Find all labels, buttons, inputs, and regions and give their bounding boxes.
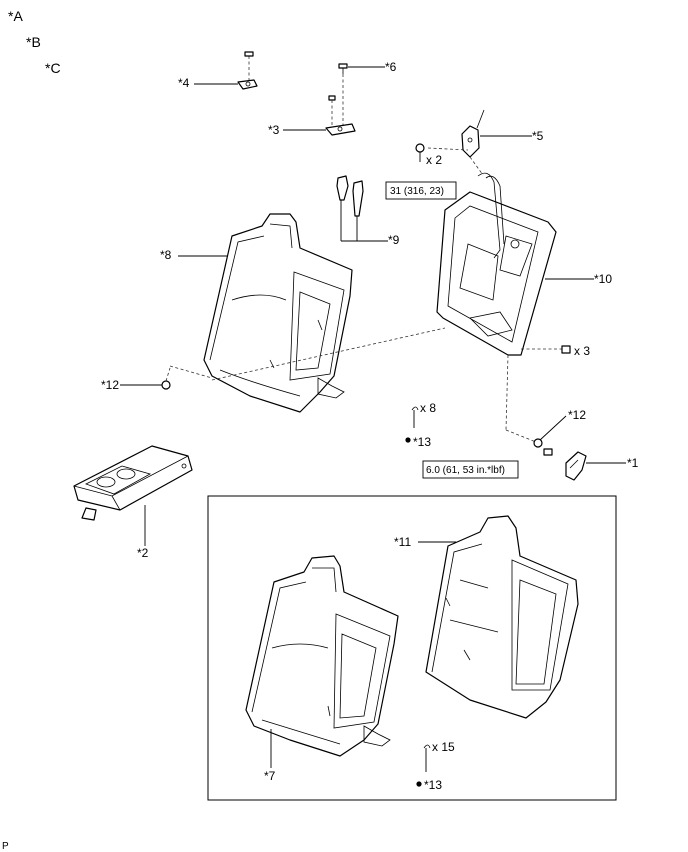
legend-c: *C	[45, 60, 61, 76]
callout-7: *7	[264, 769, 276, 783]
part-12-clip-left	[161, 367, 171, 390]
part-7-seatback	[245, 555, 399, 757]
part-4-bracket	[237, 51, 258, 90]
torque-box-upper	[385, 181, 457, 200]
quantity-clip-x8: x 8	[420, 401, 436, 415]
callout-11: *11	[394, 535, 411, 549]
part-1-cover	[565, 451, 587, 481]
legend-a: *A	[8, 8, 23, 24]
part-3-bracket	[325, 95, 356, 136]
callout-3: *3	[268, 123, 280, 137]
callout-12-left: *12	[101, 378, 119, 392]
part-9-pins	[336, 175, 388, 242]
callout-13-upper: *13	[413, 435, 431, 449]
torque-lower: 6.0 (61, 53 in.*lbf)	[426, 465, 505, 476]
callout-1: *1	[627, 456, 639, 470]
callout-10: *10	[594, 272, 612, 286]
callout-2: *2	[137, 546, 149, 560]
torque-box-lower	[422, 460, 519, 479]
part-2-armrest	[73, 445, 193, 521]
part-12-clip-right	[505, 354, 553, 456]
part-10-frame	[436, 172, 557, 356]
callout-8: *8	[160, 248, 172, 262]
callout-6: *6	[385, 60, 397, 74]
part-11-cover	[425, 515, 579, 719]
nut-x2	[415, 143, 425, 162]
screws-x3	[521, 345, 571, 354]
footer-code: P	[2, 841, 9, 852]
callout-5: *5	[532, 129, 544, 143]
part-5-latch	[427, 109, 485, 176]
quantity-screw-x3: x 3	[574, 344, 590, 358]
dot-13-upper	[405, 437, 411, 443]
callout-9: *9	[388, 233, 400, 247]
callout-13-lower: *13	[424, 778, 442, 792]
part-8-seatback	[203, 213, 353, 413]
variant-frame-box	[207, 495, 617, 801]
clip-x15	[423, 744, 431, 772]
quantity-nut-x2: x 2	[426, 153, 442, 167]
callout-4: *4	[178, 76, 190, 90]
legend-b: *B	[26, 34, 41, 50]
callout-12-right: *12	[568, 408, 586, 422]
clip-x8	[411, 406, 419, 428]
part-6-bolt	[338, 63, 348, 126]
dot-13-lower	[416, 781, 422, 787]
torque-upper: 31 (316, 23)	[390, 186, 444, 197]
quantity-clip-x15: x 15	[432, 740, 455, 754]
